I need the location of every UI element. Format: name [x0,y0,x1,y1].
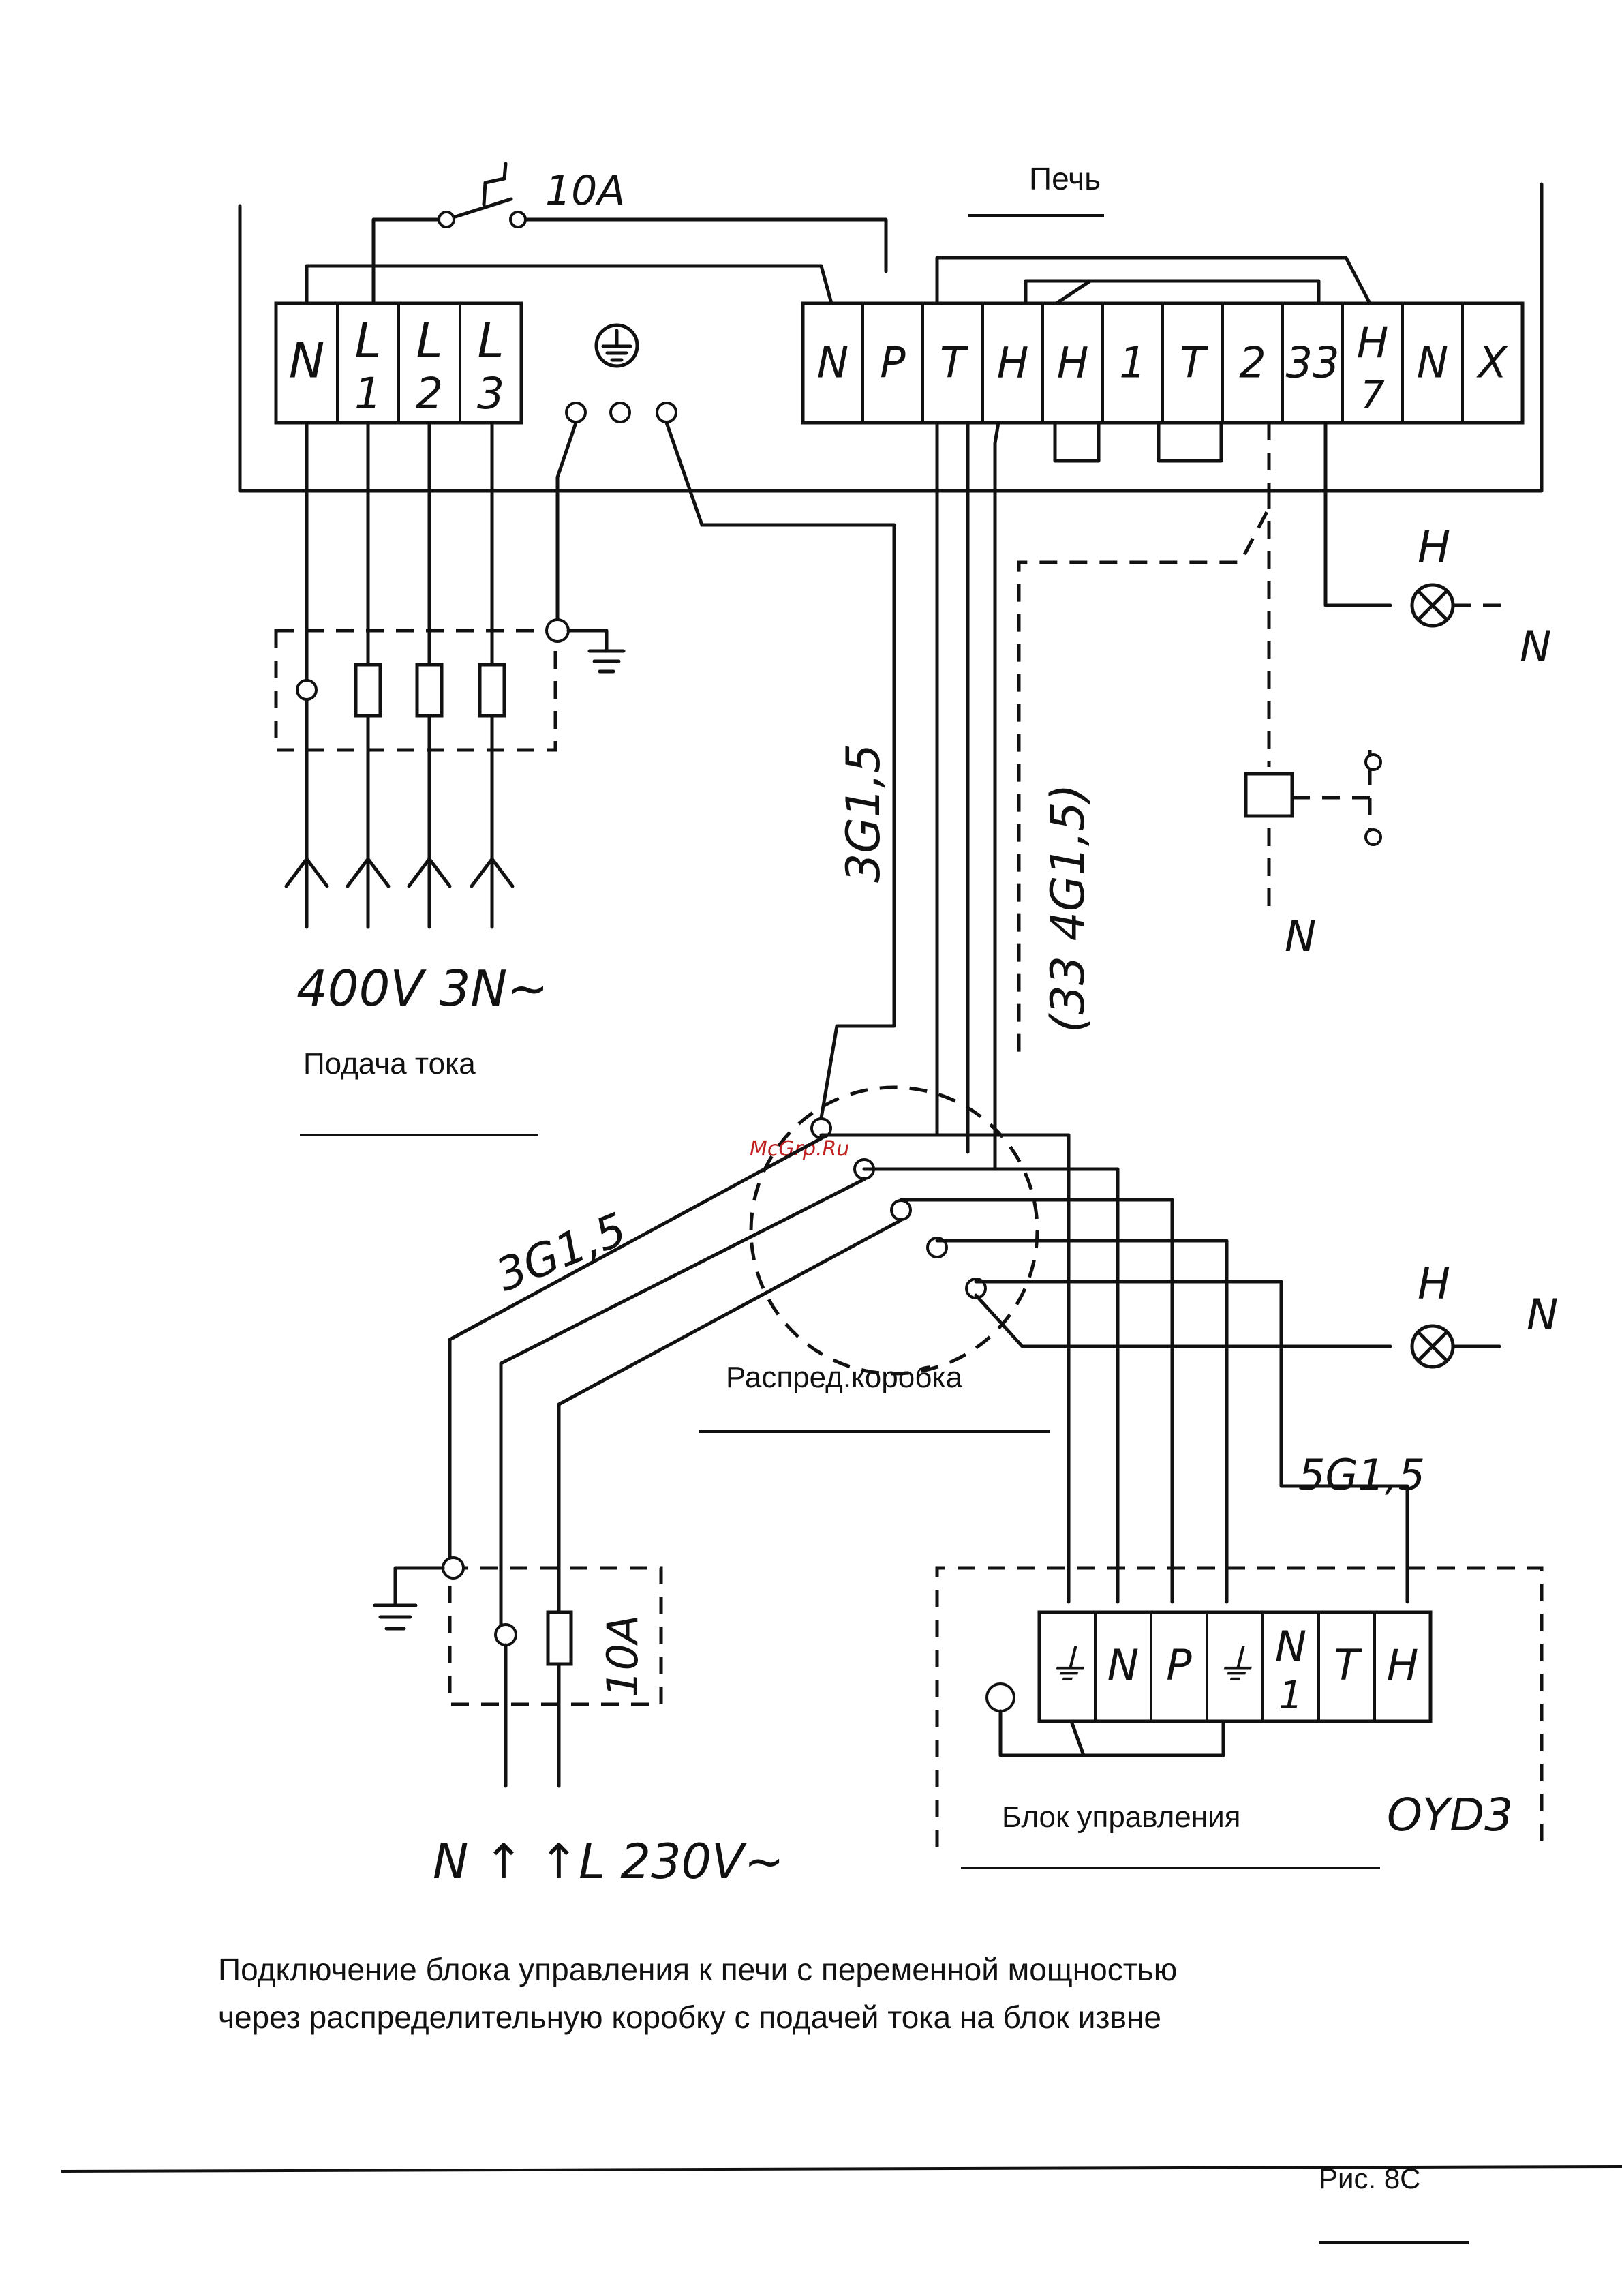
switch-contact-right [509,211,527,228]
supply-label: Подача тока [303,1047,476,1081]
footer-rule [61,2165,1622,2173]
cable-feed-label: 3G1,5 [489,1203,634,1302]
supply-neutral-terminal [296,679,318,701]
junction-box-outline [749,1085,1039,1376]
control-model: OYD3 [1387,1789,1513,1841]
fuse-l2 [415,663,444,718]
supply-terminal-sublabel-3: 3 [477,369,504,419]
control-terminal-label-6: H [1387,1640,1419,1690]
oven-pe-wire [664,421,896,1120]
ground-icon [601,329,632,362]
supply-voltage: 400V 3N~ [296,960,549,1017]
supply-terminal-sublabel-1: 1 [354,369,382,419]
cable-oven-label: 3G1,5 [837,744,891,883]
local-fuse-rating: 10A [598,1615,647,1697]
oven-cable-wires [935,421,1000,1171]
control-terminal-label-1: N [1107,1640,1139,1690]
junction-to-control-wires [819,1133,1409,1604]
oven-terminal-label-1: P [880,338,906,388]
control-unit-outline [935,1566,1544,1847]
local-neutral-terminal [494,1623,517,1646]
lamp-top-neutral-label: N [1520,622,1551,671]
supply-terminal-label-1: L [355,313,382,369]
supply-wires-top [305,264,833,881]
oven-terminal-label-10: N [1417,338,1448,388]
lamp-top-wire [1323,421,1392,607]
control-terminal-label-0: ⏚ [1046,1640,1088,1690]
caption-line-1: Подключение блока управления к печи с пе… [218,1952,1177,1987]
control-internal-link [998,1709,1225,1757]
caption-line-2: через распределительную коробку с подаче… [218,1999,1161,2035]
lamp-top-label: H [1418,523,1450,573]
oven-internal-jumpers [935,256,1372,463]
switch-rating: 10A [545,167,625,215]
control-terminal-label-5: T [1334,1640,1362,1690]
local-pe-junction [442,1556,465,1580]
lamp-top-cross [1416,589,1449,622]
pe-wire-supply [555,421,578,633]
oven-terminal-label-9: H [1357,318,1389,367]
oven-terminal-label-2: T [940,338,968,388]
figure-number: Рис. 8С [1319,2162,1421,2194]
switch-lever-icon [453,162,513,219]
supply-terminal-sublabel-2: 2 [416,369,443,419]
pe-terminal-2 [609,402,631,423]
junction-box-label: Распред.коробка [726,1361,963,1394]
relay-contact-bottom [1364,828,1382,846]
control-terminal-label-3: ⏚ [1214,1640,1256,1690]
oven-terminal-label-8: 33 [1286,338,1340,388]
relay-contact-link [1292,750,1372,842]
lamp-mid-wire [974,1293,1392,1348]
ground-symbol-circle [594,323,639,368]
lamp-mid-neutral-label: N [1527,1290,1558,1340]
oven-terminal-label-5: 1 [1119,338,1146,388]
lamp-mid-label: H [1418,1259,1450,1310]
oven-terminal-sublabel-9: 7 [1360,374,1385,418]
oven-terminal-label-7: 2 [1239,338,1266,388]
cable-sensor-label: (33 4G1,5) [1041,784,1095,1033]
local-fuse [546,1610,573,1666]
control-terminal-label-2: P [1166,1640,1192,1690]
pe-junction-supply [545,618,570,643]
control-pe-terminal [985,1682,1015,1712]
cable-control-label: 5G1,5 [1298,1450,1425,1500]
fuse-l3 [478,663,506,718]
oven-terminal-label-6: T [1180,338,1208,388]
pe-terminal-3 [656,402,677,423]
oven-terminal-label-0: N [817,338,848,388]
oven-title: Печь [1029,161,1101,196]
relay-coil [1244,772,1294,818]
supply-ground-icon [566,629,626,674]
fuse-l1 [354,663,382,718]
relay-neutral-label: N [1285,911,1316,961]
supply-terminal-label-0: N [289,333,324,389]
supply-arrows [284,857,515,929]
control-terminal-frame [1037,1610,1433,1723]
supply-terminal-label-3: L [478,313,504,369]
oven-enclosure [238,182,1544,493]
control-terminal-label-4: N [1275,1622,1306,1672]
lamp-mid-cross [1416,1330,1449,1363]
input-voltage: N ↑ ↑L 230V~ [433,1834,784,1890]
oven-terminal-label-3: H [997,338,1029,388]
local-ground-icon [373,1566,445,1631]
control-unit-label: Блок управления [1002,1800,1240,1834]
oven-terminal-label-4: H [1057,338,1089,388]
local-supply-wires [504,1643,561,1788]
relay-contact-top [1364,753,1382,771]
supply-fuse-housing [274,629,557,752]
oven-terminal-label-11: X [1476,338,1508,388]
supply-dashed-feed [305,770,494,852]
switch-contact-left [438,211,455,228]
control-terminal-sublabel-4: 1 [1279,1674,1303,1718]
switch-wire [371,217,888,305]
pe-terminal-1 [565,402,587,423]
supply-terminal-label-2: L [416,313,443,369]
local-fuse-housing [448,1566,663,1706]
